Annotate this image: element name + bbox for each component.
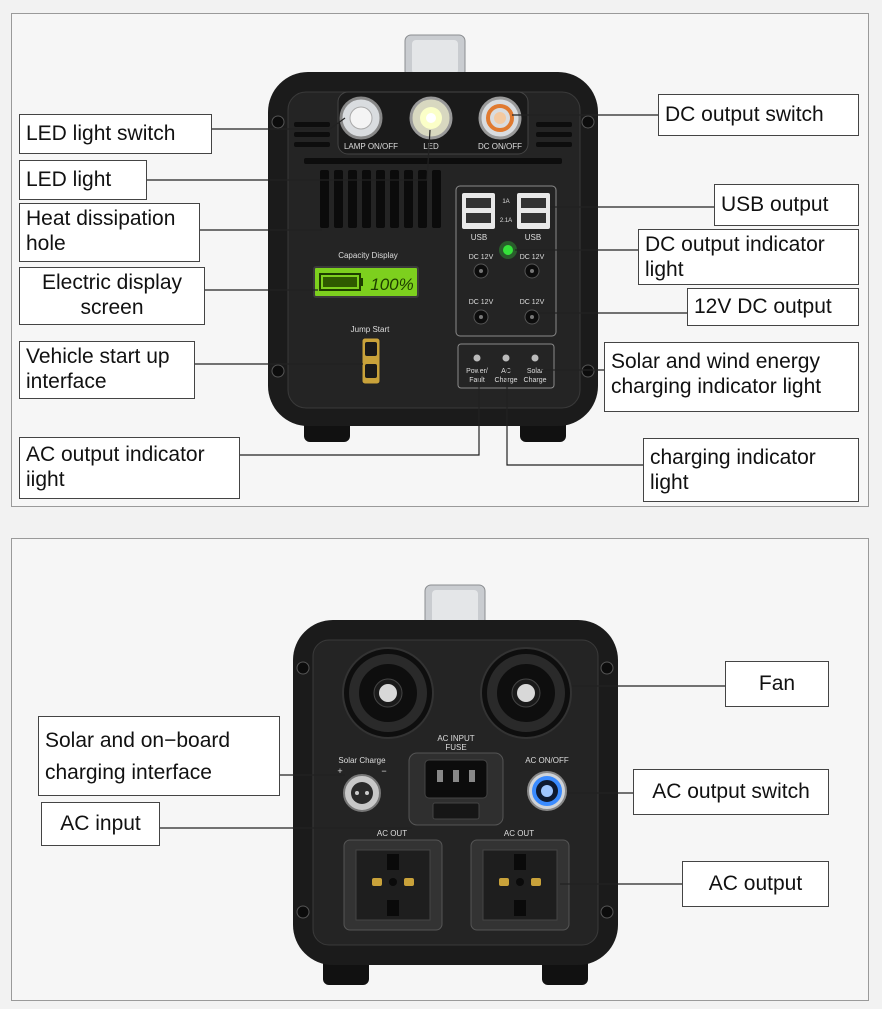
ac-charge-indicator: [502, 354, 510, 362]
ac-outlet-right[interactable]: [470, 839, 570, 931]
usb-21a-label: 2.1A: [500, 218, 512, 224]
usb-1a-label: 1A: [502, 199, 509, 205]
callout-led-light: LED light: [19, 160, 147, 200]
fan-right: [480, 647, 572, 739]
heat-dissipation-grille: [320, 170, 441, 228]
callout-heat-dissipation-hole: Heat dissipation hole: [19, 203, 200, 262]
callout-fan: Fan: [725, 661, 829, 707]
callout-ac-output-switch: AC output switch: [633, 769, 829, 815]
screw: [271, 364, 285, 378]
callout-vehicle-start-interface: Vehicle start up interface: [19, 341, 195, 399]
ac-outlet-left[interactable]: [343, 839, 443, 931]
capacity-display-label: Capacity Display: [338, 251, 398, 260]
indicator-panel: [457, 343, 555, 389]
callout-solar-wind-indicator: Solar and wind energy charging indicator…: [604, 342, 859, 412]
screw: [296, 905, 310, 919]
screw: [296, 661, 310, 675]
plus-label: +: [337, 766, 342, 776]
battery-reading: 100%: [370, 275, 413, 294]
callout-ac-input: AC input: [41, 802, 160, 846]
dc12v-label: DC 12V: [469, 299, 494, 306]
usb-right-label: USB: [525, 233, 541, 242]
ac-onoff-label: AC ON/OFF: [525, 756, 569, 765]
screw: [581, 115, 595, 129]
back-leader-lines: [160, 685, 725, 885]
lamp-switch-label: LAMP ON/OFF: [344, 142, 398, 151]
minus-label: −: [381, 766, 386, 776]
callout-charging-indicator: charging indicator light: [643, 438, 859, 502]
callout-solar-onboard-charging: Solar and on−board charging interface: [38, 716, 280, 796]
solar-charge-indicator: [531, 354, 539, 362]
callout-ac-output-indicator: AC output indicator iight: [19, 437, 240, 499]
callout-usb-output: USB output: [714, 184, 859, 226]
power-fault-label: Power/Fault: [466, 368, 488, 384]
dc12v-label: DC 12V: [520, 254, 545, 261]
dc12v-label: DC 12V: [469, 254, 494, 261]
power-fault-label-line1: Power/: [466, 368, 488, 375]
ac-out-right-label: AC OUT: [504, 829, 534, 838]
battery-icon: [319, 273, 363, 291]
fuse-holder[interactable]: [432, 802, 480, 820]
dc-output-indicator-light: [503, 245, 513, 255]
screw: [600, 905, 614, 919]
callout-electric-display-screen: Electric display screen: [19, 267, 205, 325]
power-fault-label-line2: Fault: [469, 377, 485, 384]
screw: [271, 115, 285, 129]
dc-output-panel: [455, 185, 557, 337]
screw: [600, 661, 614, 675]
dc-switch-label: DC ON/OFF: [478, 142, 522, 151]
callout-12v-dc-output: 12V DC output: [687, 288, 859, 326]
screw: [581, 364, 595, 378]
front-device-illustration: LAMP ON/OFF LED DC ON/OFF Capacity Displ…: [146, 34, 714, 466]
callout-ac-output: AC output: [682, 861, 829, 907]
callout-dc-output-switch: DC output switch: [658, 94, 859, 136]
ac-out-left-label: AC OUT: [377, 829, 407, 838]
usb-left-label: USB: [471, 233, 487, 242]
callout-dc-output-indicator: DC output indicator light: [638, 229, 859, 285]
power-fault-indicator: [473, 354, 481, 362]
callout-led-light-switch: LED light switch: [19, 114, 212, 154]
solar-charge-port-label: Solar Charge: [338, 756, 386, 765]
led-label: LED: [423, 142, 439, 151]
dc12v-label: DC 12V: [520, 299, 545, 306]
fan-left: [342, 647, 434, 739]
front-leader-lines: [146, 114, 714, 466]
jump-start-label: Jump Start: [351, 325, 390, 334]
